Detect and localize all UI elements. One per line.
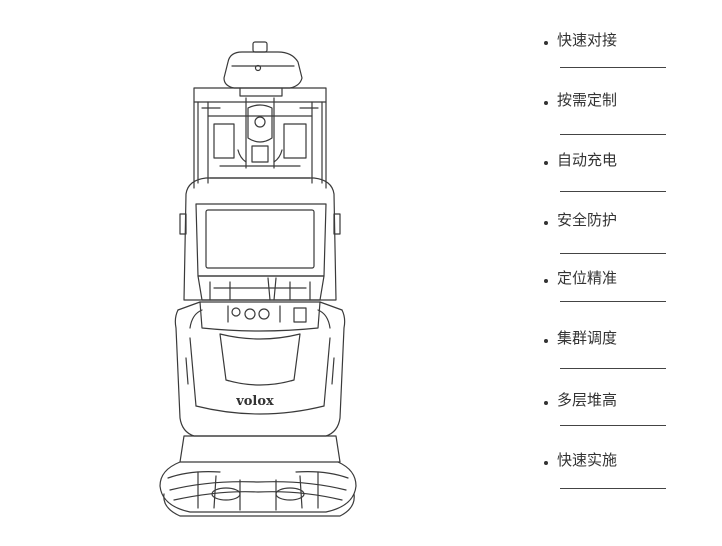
bullet-icon: [544, 279, 548, 283]
brand-logo: volox: [235, 394, 274, 409]
feature-label: 快速对接: [557, 31, 618, 49]
divider: [560, 368, 666, 369]
feature-label: 多层堆高: [557, 391, 618, 409]
bullet-icon: [544, 101, 548, 105]
divider: [560, 67, 666, 68]
feature-label: 自动充电: [557, 151, 618, 169]
divider: [560, 134, 666, 135]
bullet-icon: [544, 339, 548, 343]
feature-label: 安全防护: [557, 211, 618, 229]
feature-label: 按需定制: [557, 91, 618, 109]
bullet-icon: [544, 401, 548, 405]
robot-illustration: volox: [159, 41, 357, 517]
bullet-icon: [544, 161, 548, 165]
divider: [560, 488, 666, 489]
divider: [560, 253, 666, 254]
divider: [560, 301, 666, 302]
feature-label: 快速实施: [557, 451, 618, 469]
feature-label: 集群调度: [557, 329, 618, 347]
bullet-icon: [544, 221, 548, 225]
feature-label: 定位精准: [557, 269, 618, 287]
bullet-icon: [544, 461, 548, 465]
divider: [560, 425, 666, 426]
divider: [560, 191, 666, 192]
bullet-icon: [544, 41, 548, 45]
